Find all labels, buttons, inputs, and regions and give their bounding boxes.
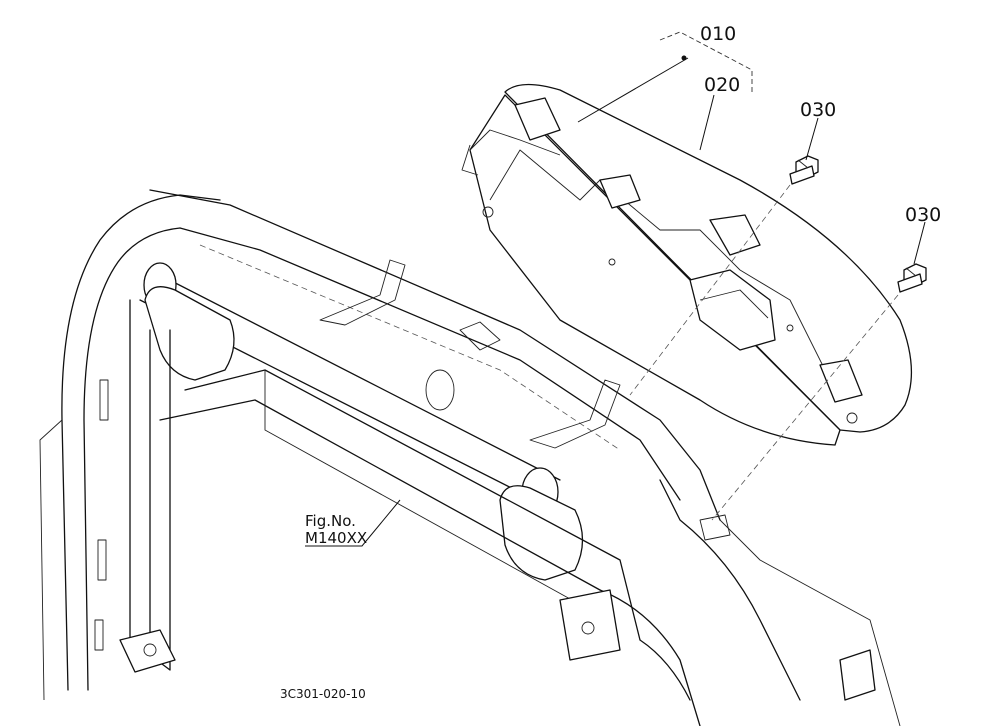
panel-frame	[39, 189, 901, 726]
callout-030-lower: 030	[905, 204, 941, 226]
assembly-lines	[629, 184, 899, 521]
screw-upper	[789, 155, 819, 185]
callout-020: 020	[704, 74, 740, 96]
drawing-number: 3C301-020-10	[280, 687, 366, 701]
callout-030-upper: 030	[800, 99, 836, 121]
callout-leaders	[305, 31, 926, 547]
callout-010: 010	[700, 23, 736, 45]
screw-lower	[897, 263, 927, 293]
figure-ref-number: M140XX	[305, 529, 367, 547]
figure-ref-label: Fig.No.	[305, 512, 356, 530]
meter-assembly	[461, 83, 913, 446]
